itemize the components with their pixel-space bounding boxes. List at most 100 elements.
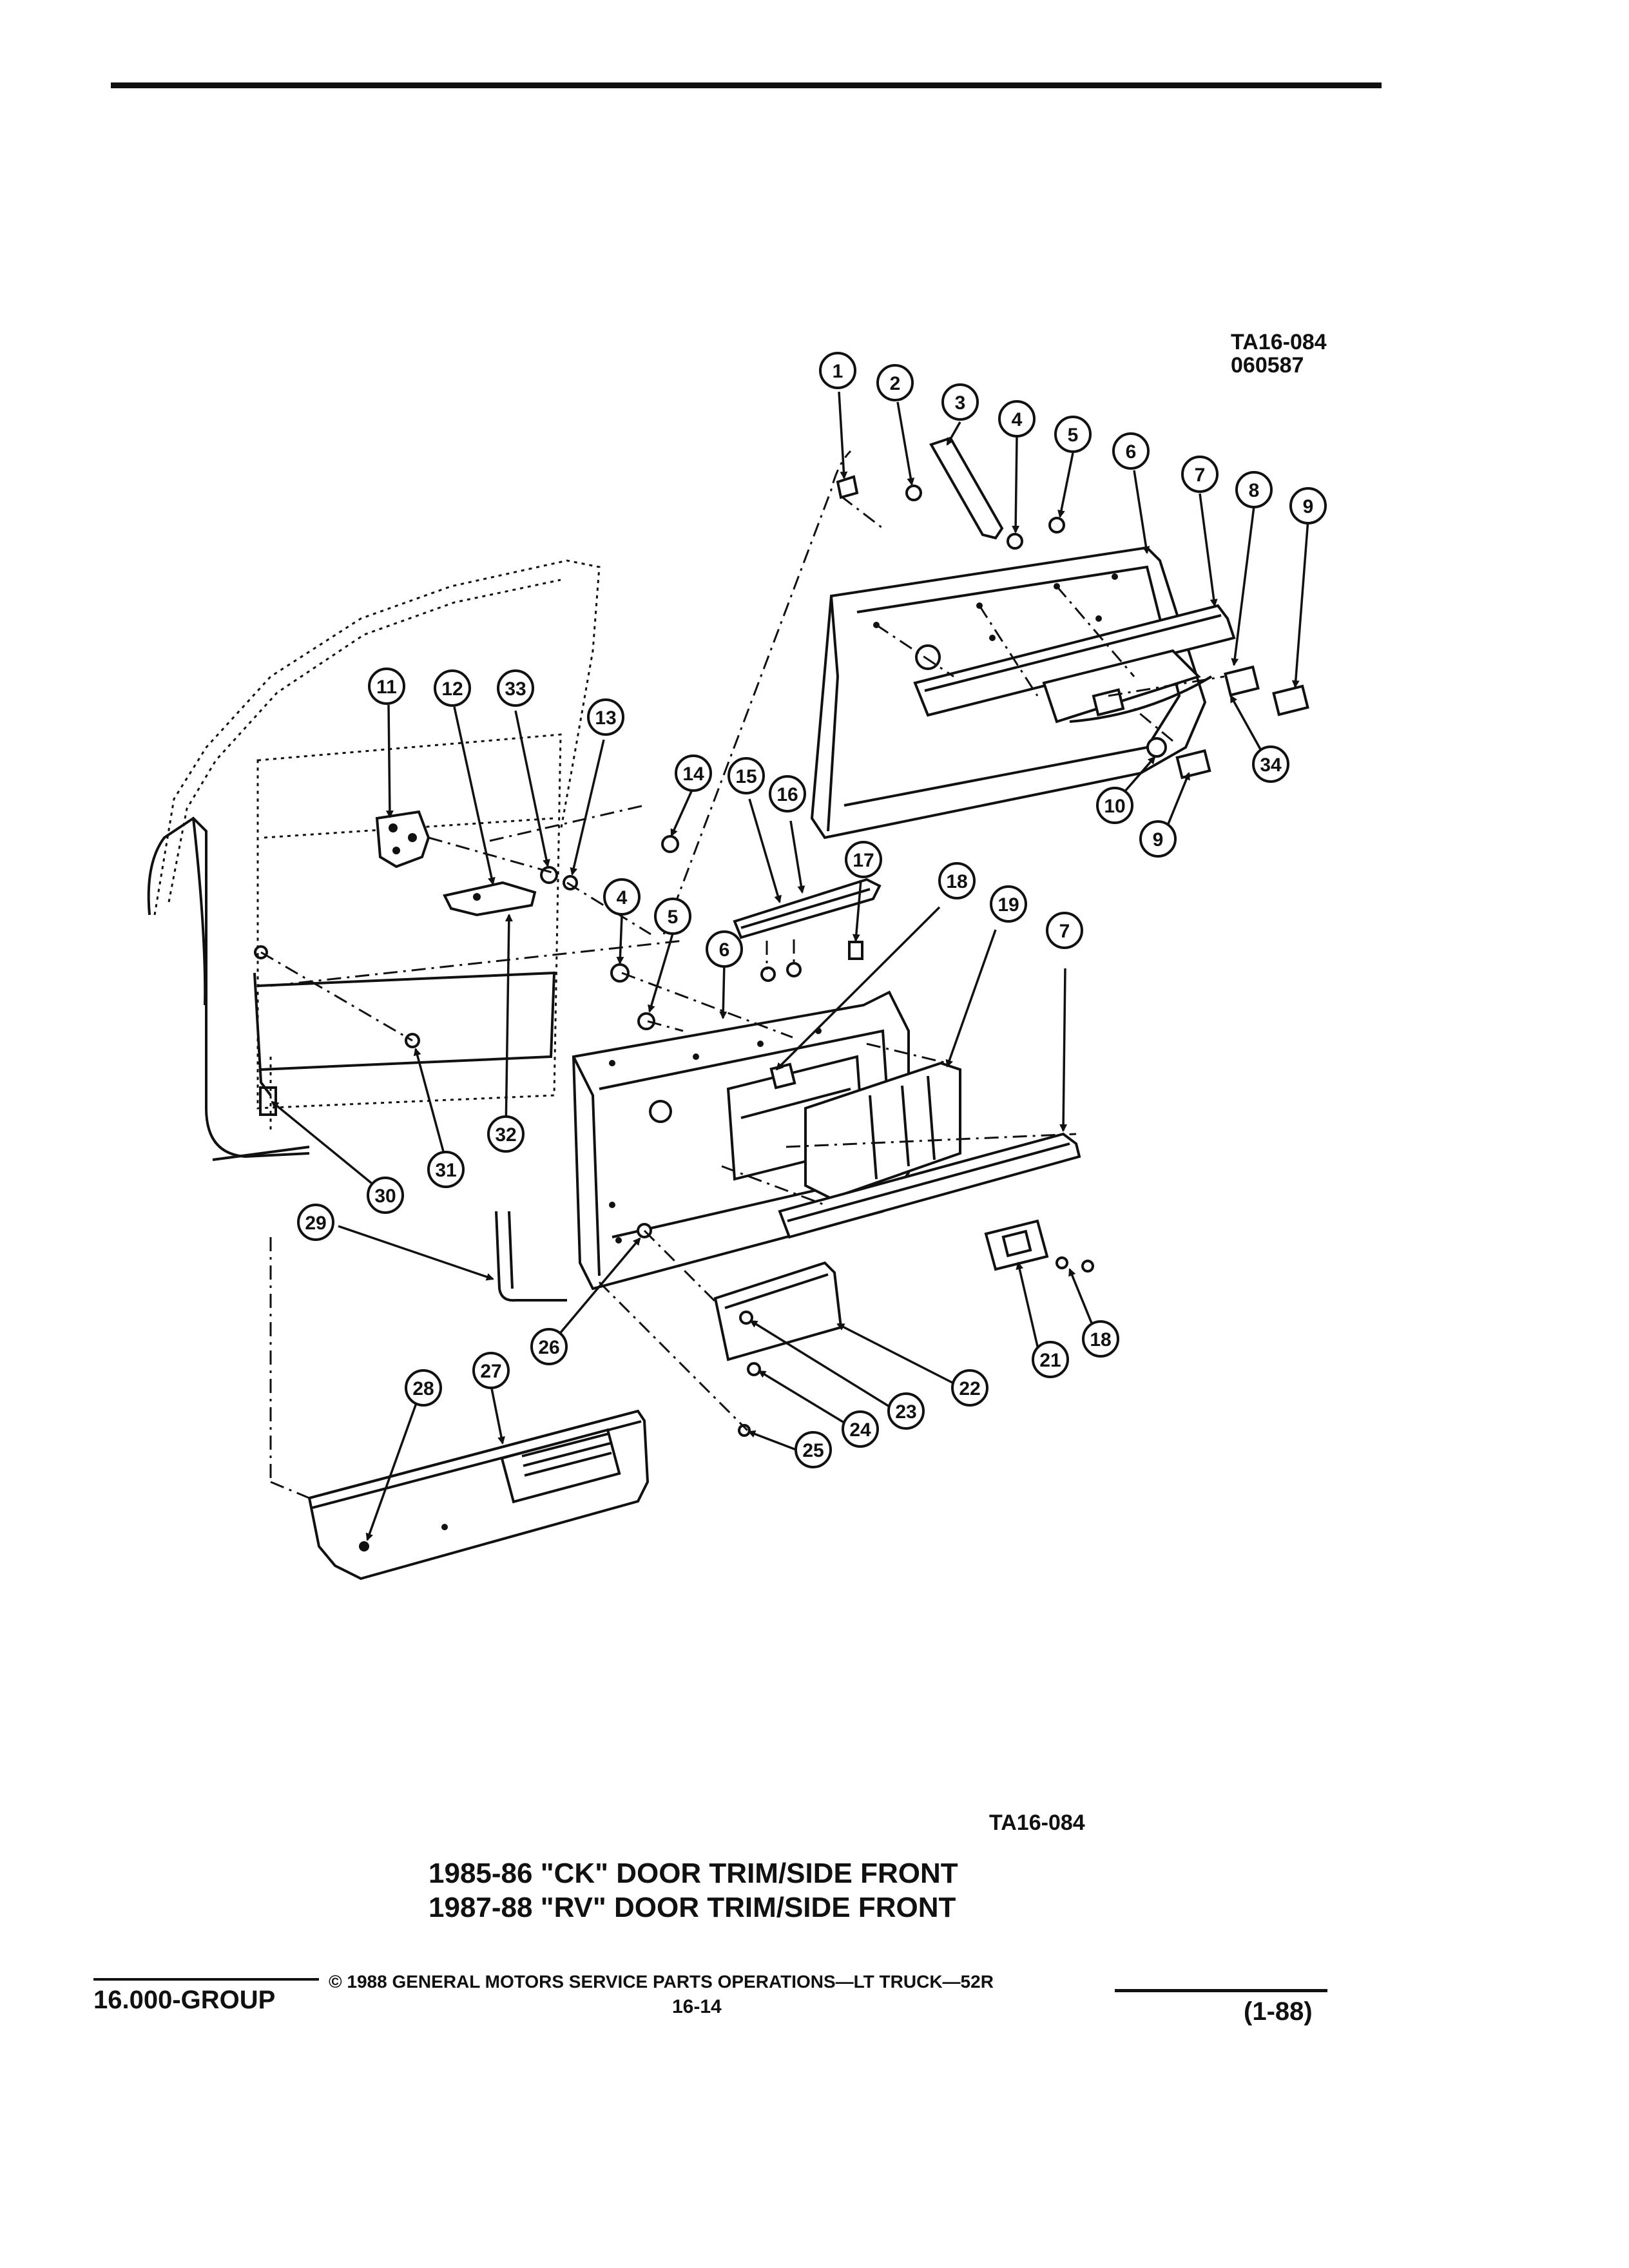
lower-hardware bbox=[598, 1219, 1094, 1437]
callout-circle bbox=[728, 757, 765, 794]
callout-circle bbox=[876, 364, 914, 401]
callout-c4a: 4 bbox=[998, 400, 1036, 437]
callout-circle bbox=[675, 754, 712, 792]
callout-number: 23 bbox=[895, 1401, 916, 1423]
callout-c7a: 7 bbox=[1181, 456, 1219, 493]
callout-circle bbox=[472, 1352, 510, 1389]
kick-panel bbox=[270, 1409, 650, 1581]
callout-circle bbox=[795, 1431, 832, 1468]
callout-number: 13 bbox=[595, 707, 616, 729]
callout-number: 3 bbox=[955, 392, 966, 414]
callout-c32: 32 bbox=[487, 1115, 525, 1153]
callout-c26: 26 bbox=[530, 1328, 568, 1365]
callout-c22: 22 bbox=[951, 1369, 988, 1407]
callout-c23: 23 bbox=[887, 1392, 925, 1430]
upper-fasteners bbox=[662, 436, 1211, 935]
callout-c12: 12 bbox=[434, 669, 471, 707]
callout-circle bbox=[368, 668, 405, 705]
callout-c17: 17 bbox=[845, 841, 882, 878]
callout-number: 6 bbox=[1126, 441, 1137, 463]
callout-c29: 29 bbox=[297, 1204, 334, 1241]
callout-c4b: 4 bbox=[603, 878, 641, 916]
leader-lines bbox=[271, 391, 1309, 1541]
callout-number: 18 bbox=[946, 871, 967, 892]
callout-circle bbox=[941, 383, 979, 421]
callout-circle bbox=[487, 1115, 525, 1153]
callout-circle bbox=[405, 1369, 442, 1407]
callout-circle bbox=[706, 930, 743, 968]
callout-circle bbox=[367, 1177, 404, 1214]
drawing-date: 060587 bbox=[1231, 353, 1304, 378]
callout-number: 25 bbox=[802, 1440, 824, 1461]
callout-c33: 33 bbox=[497, 669, 534, 707]
callout-circle bbox=[845, 841, 882, 878]
lower-trim-panel bbox=[572, 990, 1081, 1291]
footer-revision: (1-88) bbox=[1244, 1997, 1313, 2026]
callout-number: 32 bbox=[495, 1124, 516, 1146]
callout-number: 21 bbox=[1039, 1350, 1061, 1371]
callout-c7b: 7 bbox=[1046, 912, 1083, 949]
callout-circle bbox=[1082, 1320, 1119, 1358]
callout-number: 31 bbox=[435, 1160, 456, 1181]
callout-c2: 2 bbox=[876, 364, 914, 401]
callout-circle bbox=[434, 669, 471, 707]
callout-circle bbox=[497, 669, 534, 707]
page-title-line-1: 1985-86 "CK" DOOR TRIM/SIDE FRONT bbox=[429, 1858, 958, 1889]
footer-group: 16.000-GROUP bbox=[93, 1986, 276, 2014]
callout-circle bbox=[990, 885, 1027, 923]
callout-c14: 14 bbox=[675, 754, 712, 792]
callout-circle bbox=[587, 698, 624, 736]
callout-number: 5 bbox=[1068, 425, 1079, 446]
callout-c18a: 18 bbox=[938, 862, 976, 899]
callout-number: 27 bbox=[480, 1361, 501, 1382]
callout-c25: 25 bbox=[795, 1431, 832, 1468]
callout-number: 19 bbox=[998, 894, 1019, 916]
callout-number: 5 bbox=[668, 907, 679, 928]
callout-circle bbox=[887, 1392, 925, 1430]
callout-circle bbox=[951, 1369, 988, 1407]
callout-c16: 16 bbox=[769, 775, 806, 812]
footer-rule-left bbox=[93, 1978, 319, 1981]
callout-c8: 8 bbox=[1235, 471, 1273, 508]
callout-circle bbox=[1139, 820, 1177, 858]
callout-c11: 11 bbox=[368, 668, 405, 705]
drawing-ref-bottom: TA16-084 bbox=[989, 1811, 1085, 1835]
callout-circle bbox=[819, 352, 856, 389]
callout-c10: 10 bbox=[1096, 787, 1133, 824]
callout-number: 11 bbox=[376, 677, 397, 698]
callout-circle bbox=[1046, 912, 1083, 949]
callout-c13: 13 bbox=[587, 698, 624, 736]
callout-number: 14 bbox=[682, 764, 704, 785]
callout-c9b: 9 bbox=[1139, 820, 1177, 858]
callout-circle bbox=[998, 400, 1036, 437]
callout-number: 18 bbox=[1090, 1329, 1111, 1350]
callout-c19: 19 bbox=[990, 885, 1027, 923]
callout-c6a: 6 bbox=[1112, 432, 1150, 470]
callout-number: 28 bbox=[412, 1378, 434, 1399]
callout-number: 16 bbox=[776, 784, 798, 805]
callout-c15: 15 bbox=[728, 757, 765, 794]
callout-number: 6 bbox=[719, 939, 730, 961]
callout-number: 24 bbox=[849, 1419, 871, 1441]
armrest bbox=[610, 835, 882, 1039]
callout-number: 8 bbox=[1249, 480, 1260, 501]
callout-number: 33 bbox=[505, 678, 526, 700]
callout-number: 22 bbox=[959, 1378, 980, 1399]
callout-number: 10 bbox=[1104, 796, 1125, 817]
callout-circle bbox=[1112, 432, 1150, 470]
callout-circle bbox=[938, 862, 976, 899]
callout-c28: 28 bbox=[405, 1369, 442, 1407]
callout-c34: 34 bbox=[1252, 745, 1289, 783]
callout-c1: 1 bbox=[819, 352, 856, 389]
callout-c27: 27 bbox=[472, 1352, 510, 1389]
callout-circle bbox=[297, 1204, 334, 1241]
callout-c9a: 9 bbox=[1289, 487, 1327, 524]
callout-number: 4 bbox=[1012, 409, 1023, 430]
callout-number: 7 bbox=[1195, 465, 1206, 486]
callout-circle bbox=[654, 898, 691, 935]
callout-circle bbox=[1032, 1341, 1069, 1378]
header-rule bbox=[111, 82, 1382, 88]
callout-c5b: 5 bbox=[654, 898, 691, 935]
